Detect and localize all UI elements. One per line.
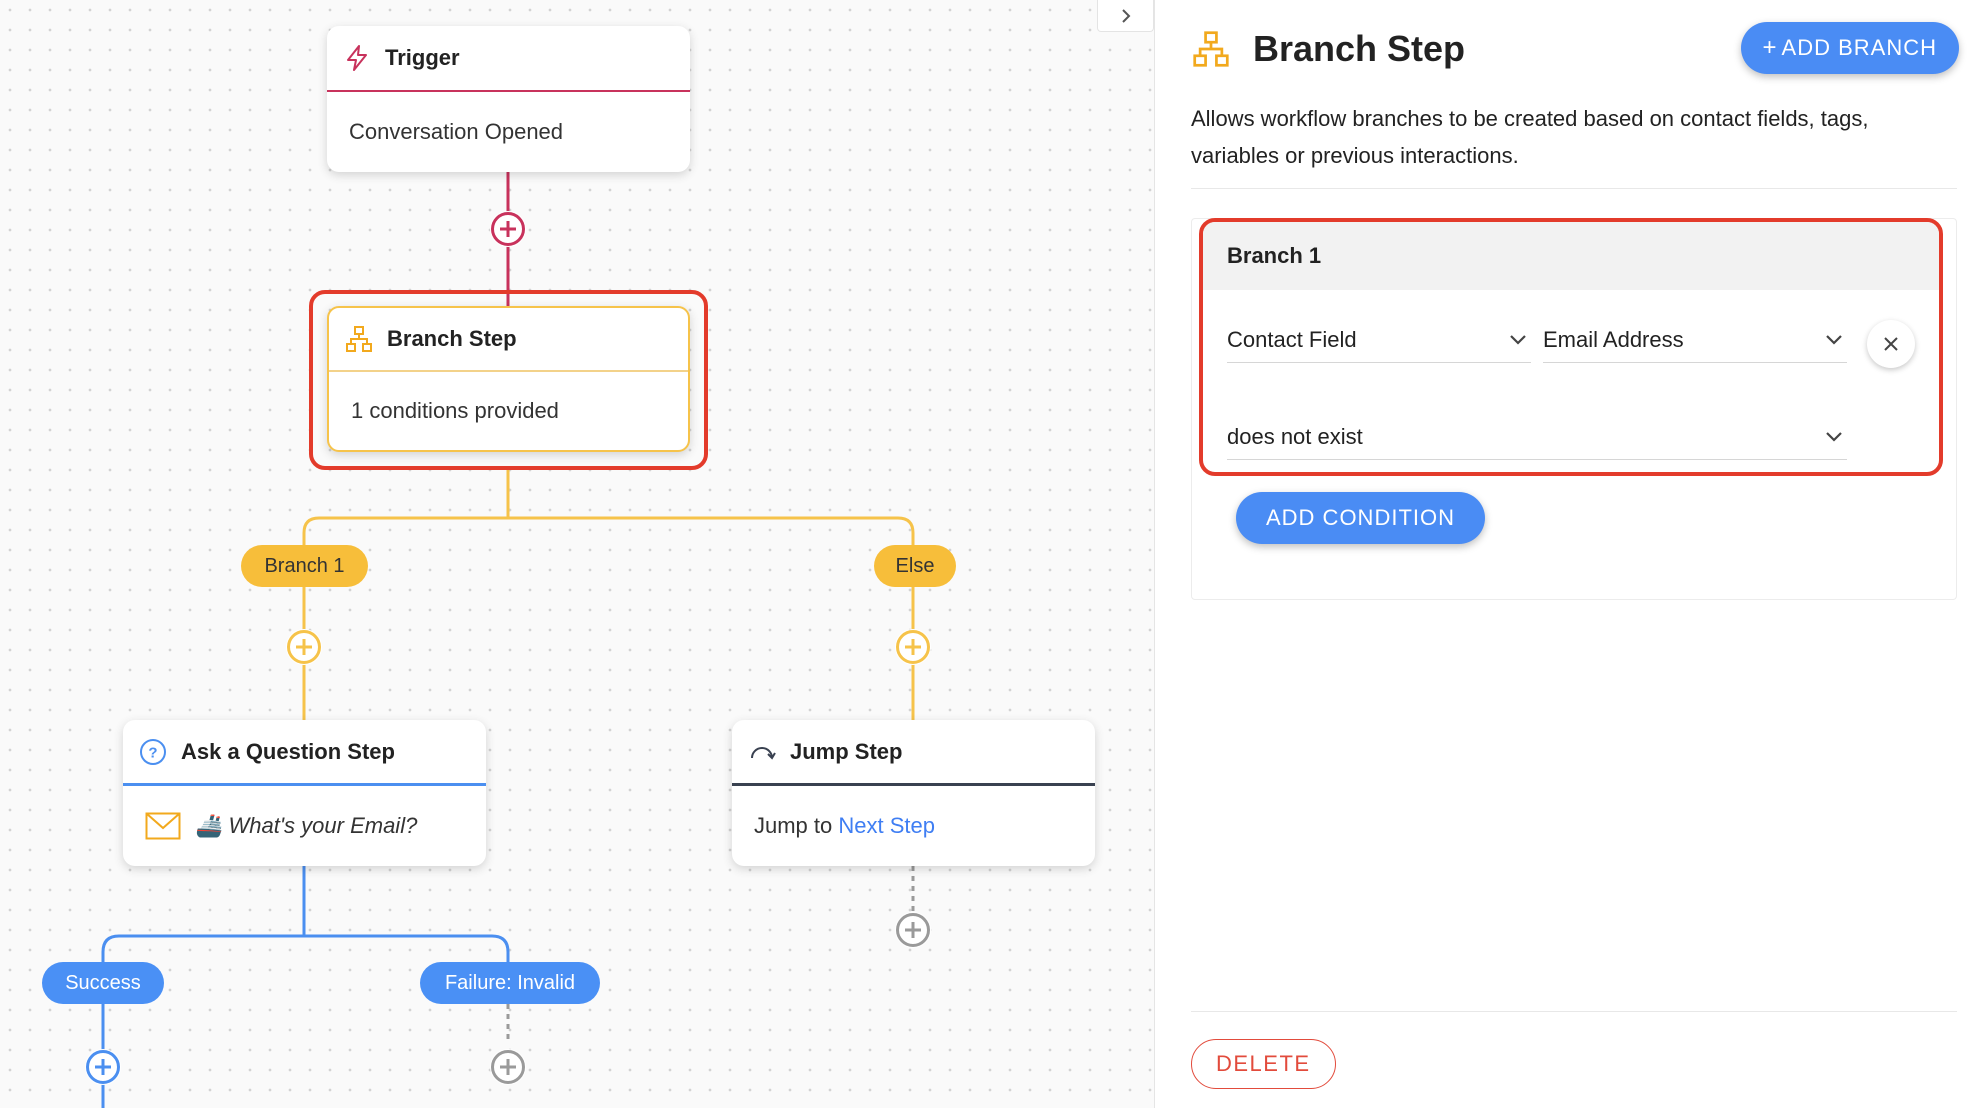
branch-node-highlight bbox=[309, 290, 708, 470]
branch1-label-pill[interactable]: Branch 1 bbox=[241, 545, 368, 587]
branch-step-node[interactable]: Branch Step 1 conditions provided bbox=[327, 306, 690, 452]
ask-node-body: 🚢 What's your Email? bbox=[123, 786, 486, 866]
branch-node-header: Branch Step bbox=[329, 308, 688, 372]
branch-icon bbox=[345, 325, 373, 353]
step-settings-panel: Branch Step + ADD BRANCH Allows workflow… bbox=[1154, 0, 1984, 1108]
ask-question-node[interactable]: ? Ask a Question Step 🚢 What's your Emai… bbox=[123, 720, 486, 866]
chevron-down-icon bbox=[1826, 431, 1842, 442]
add-step-after-trigger-button[interactable] bbox=[490, 211, 526, 247]
ask-node-title: Ask a Question Step bbox=[181, 738, 395, 764]
panel-title: Branch Step bbox=[1253, 28, 1466, 69]
failure-invalid-label-pill[interactable]: Failure: Invalid bbox=[420, 962, 600, 1004]
add-branch-button[interactable]: + ADD BRANCH bbox=[1740, 22, 1959, 74]
footer-divider bbox=[1191, 1011, 1957, 1012]
condition-operator-select[interactable]: does not exist bbox=[1227, 414, 1847, 460]
add-step-branch1-button[interactable] bbox=[286, 629, 322, 665]
plus-circle-icon bbox=[896, 630, 930, 664]
delete-step-button[interactable]: DELETE bbox=[1191, 1039, 1336, 1089]
jump-icon bbox=[748, 738, 776, 766]
ask-node-header: ? Ask a Question Step bbox=[123, 720, 486, 786]
trigger-node-title: Trigger bbox=[385, 45, 460, 70]
panel-description: Allows workflow branches to be created b… bbox=[1191, 106, 1869, 168]
plus-circle-icon bbox=[491, 1050, 525, 1084]
branch-name: Branch 1 bbox=[1203, 222, 1939, 290]
trigger-node-body: Conversation Opened bbox=[349, 119, 564, 144]
jump-node-title: Jump Step bbox=[790, 738, 903, 764]
add-step-failure-button[interactable] bbox=[490, 1049, 526, 1085]
chevron-down-icon bbox=[1826, 334, 1842, 345]
question-icon: ? bbox=[139, 738, 167, 766]
jump-target-link[interactable]: Next Step bbox=[838, 813, 935, 838]
divider bbox=[1191, 188, 1957, 189]
chevron-down-icon bbox=[1510, 334, 1526, 345]
jump-node-body: Jump to Next Step bbox=[732, 786, 1095, 866]
jump-node-header: Jump Step bbox=[732, 720, 1095, 786]
branch-condition-card: Branch 1 Contact Field Email Address doe… bbox=[1199, 218, 1943, 476]
lightning-icon bbox=[343, 44, 371, 72]
ask-node-question: 🚢 What's your Email? bbox=[195, 813, 418, 838]
plus-icon: + bbox=[1762, 34, 1778, 61]
plus-circle-icon bbox=[287, 630, 321, 664]
add-branch-label: ADD BRANCH bbox=[1781, 35, 1937, 60]
add-step-else-button[interactable] bbox=[895, 629, 931, 665]
trigger-node-header: Trigger bbox=[327, 26, 690, 92]
condition-type-value: Contact Field bbox=[1227, 326, 1357, 352]
contact-field-select[interactable]: Email Address bbox=[1543, 317, 1847, 363]
branch-node-title: Branch Step bbox=[387, 326, 517, 351]
jump-step-node[interactable]: Jump Step Jump to Next Step bbox=[732, 720, 1095, 866]
trigger-node[interactable]: Trigger Conversation Opened bbox=[327, 26, 690, 172]
plus-circle-icon bbox=[86, 1050, 120, 1084]
workflow-canvas[interactable]: Trigger Conversation Opened Branch Step … bbox=[0, 0, 1154, 1108]
else-label-pill[interactable]: Else bbox=[874, 545, 956, 587]
envelope-icon bbox=[145, 812, 181, 840]
add-step-success-button[interactable] bbox=[85, 1049, 121, 1085]
contact-field-value: Email Address bbox=[1543, 326, 1684, 352]
branch-node-body: 1 conditions provided bbox=[351, 398, 559, 423]
panel-header: Branch Step + ADD BRANCH bbox=[1191, 22, 1967, 76]
svg-text:?: ? bbox=[148, 744, 157, 761]
add-step-after-jump-button[interactable] bbox=[895, 912, 931, 948]
close-icon bbox=[1884, 337, 1898, 351]
plus-circle-icon bbox=[896, 913, 930, 947]
jump-node-prefix: Jump to bbox=[754, 813, 833, 838]
add-condition-button[interactable]: ADD CONDITION bbox=[1236, 492, 1485, 544]
condition-operator-value: does not exist bbox=[1227, 423, 1363, 449]
chevron-right-icon bbox=[1121, 8, 1130, 23]
condition-type-select[interactable]: Contact Field bbox=[1227, 317, 1531, 363]
remove-condition-button[interactable] bbox=[1867, 320, 1915, 368]
success-label-pill[interactable]: Success bbox=[42, 962, 164, 1004]
collapse-panel-tab[interactable] bbox=[1097, 0, 1154, 32]
branch-icon bbox=[1191, 29, 1231, 69]
plus-circle-icon bbox=[491, 212, 525, 246]
